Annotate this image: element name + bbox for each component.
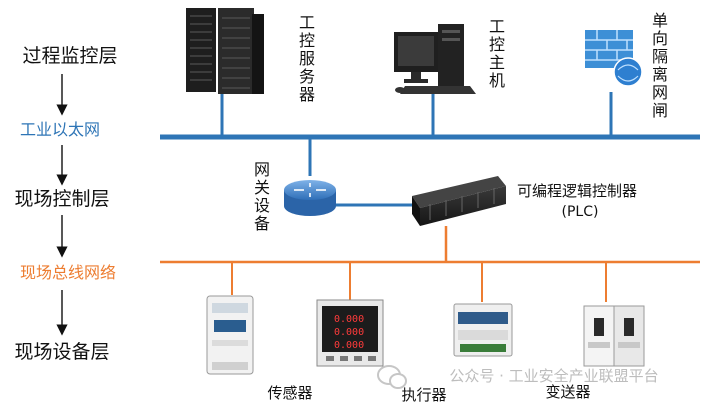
plc-box-icon [412, 176, 506, 226]
svg-text:工: 工 [489, 17, 505, 36]
transmitter-module-icon [453, 303, 513, 357]
svg-text:备: 备 [254, 214, 270, 233]
svg-text:服: 服 [299, 49, 315, 68]
energy-meter-icon [206, 295, 254, 375]
svg-text:闸: 闸 [652, 101, 668, 120]
server-rack-icon [186, 8, 264, 94]
svg-text:离: 离 [652, 65, 668, 84]
desktop-computer-icon [394, 24, 476, 94]
svg-text:务: 务 [299, 67, 315, 86]
svg-text:0.000: 0.000 [334, 314, 364, 325]
svg-text:器: 器 [299, 85, 315, 104]
layer-field-device: 现场设备层 [14, 341, 109, 363]
server-label: 工 控 服 务 器 [299, 13, 315, 104]
isolation-gateway-label: 单 向 隔 离 网 闸 [652, 11, 668, 120]
svg-text:机: 机 [489, 71, 505, 90]
svg-text:主: 主 [489, 53, 505, 72]
svg-text:控: 控 [489, 35, 505, 54]
layer-process-monitoring: 过程监控层 [22, 45, 117, 67]
svg-text:网: 网 [254, 160, 270, 179]
plc-label: 可编程逻辑控制器 [517, 182, 637, 200]
host-label: 工 控 主 机 [489, 17, 505, 90]
watermark-text: 公众号 · 工业安全产业联盟平台 [449, 367, 658, 385]
svg-text:设: 设 [254, 196, 270, 215]
firewall-icon [585, 30, 643, 87]
svg-text:隔: 隔 [652, 47, 668, 66]
router-icon [284, 180, 336, 216]
layer-industrial-ethernet: 工业以太网 [20, 120, 100, 139]
circuit-breaker-icon [583, 305, 645, 367]
panel-meter-icon: 0.000 0.000 0.000 [316, 299, 384, 367]
svg-text:向: 向 [652, 29, 668, 48]
layer-field-control: 现场控制层 [14, 188, 109, 210]
svg-text:网: 网 [652, 83, 668, 102]
sensor-label: 传感器 [267, 384, 312, 402]
layer-fieldbus: 现场总线网络 [20, 263, 116, 282]
svg-text:工: 工 [299, 13, 315, 32]
svg-text:单: 单 [652, 11, 668, 30]
svg-text:0.000: 0.000 [334, 340, 364, 351]
transmitter-label: 变送器 [545, 383, 590, 401]
plc-abbr-label: (PLC) [562, 204, 599, 220]
gateway-label: 网 关 设 备 [254, 160, 270, 233]
svg-text:0.000: 0.000 [334, 327, 364, 338]
actuator-label: 执行器 [401, 386, 446, 404]
svg-text:控: 控 [299, 31, 315, 50]
svg-text:关: 关 [254, 178, 270, 197]
wechat-icon [377, 365, 407, 389]
